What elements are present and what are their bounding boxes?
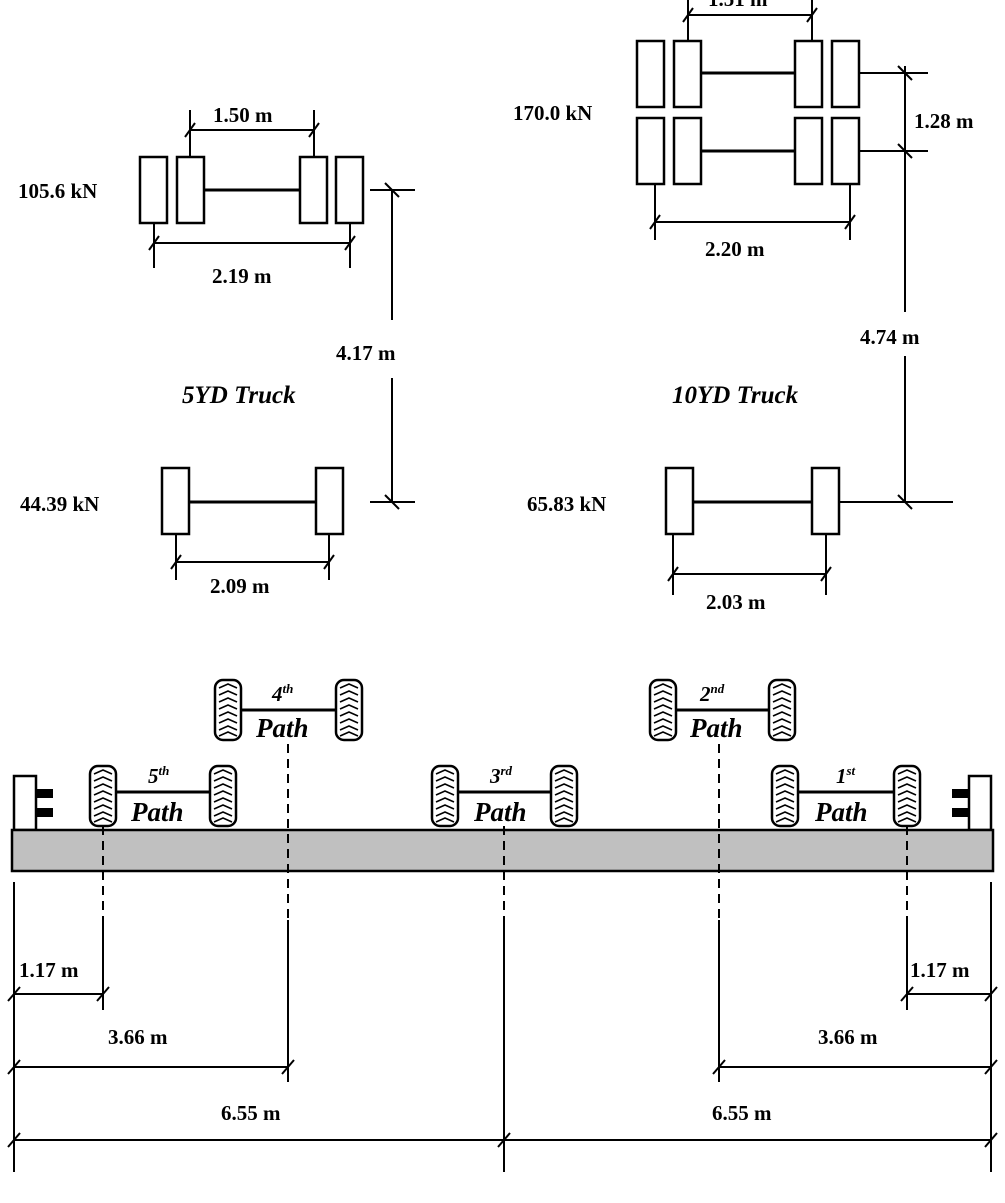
path-5-number: 5 [148, 764, 159, 788]
ten-yd-wheelbase-dimension [839, 158, 953, 510]
ten-yd-truck: 170.0 kN 1.51 m 1.28 m 2.20 m [513, 0, 974, 614]
five-yd-wheelbase: 4.17 m [336, 341, 396, 365]
five-yd-rear-track-dimension [148, 223, 356, 268]
left-offset: 1.17 m [19, 958, 79, 982]
path-4-label: Path [255, 713, 309, 743]
ten-yd-tandem-dimension [859, 65, 928, 159]
five-yd-front-track-dimension [170, 534, 335, 580]
svg-text:5th: 5th [148, 763, 169, 788]
path-4-number: 4 [271, 682, 283, 706]
ten-yd-front-load: 65.83 kN [527, 492, 606, 516]
left-half: 6.55 m [221, 1101, 281, 1125]
ten-yd-truck-title: 10YD Truck [672, 382, 799, 409]
left-barrier [12, 774, 53, 832]
ten-yd-tandem-spacing: 1.28 m [914, 109, 974, 133]
five-yd-rear-inner-dimension [184, 110, 320, 157]
path-5: 5th Path [88, 763, 238, 920]
bridge-cross-section: 5th Path 4th Path 3rd Path 2nd [7, 678, 998, 1172]
ten-yd-rear-track: 2.20 m [705, 237, 765, 261]
svg-text:4th: 4th [271, 681, 293, 706]
path-2-suffix: nd [711, 681, 725, 696]
path-2: 2nd Path [648, 678, 797, 920]
ten-yd-rear-track-dimension [649, 184, 856, 240]
path-3-label: Path [473, 797, 527, 827]
path-1-suffix: st [846, 763, 856, 778]
left-half-dimension [7, 1132, 511, 1148]
path-3: 3rd Path [430, 763, 579, 920]
five-yd-rear-axle [138, 155, 365, 225]
ten-yd-rear-inner-spacing: 1.51 m [708, 0, 768, 11]
path-1-number: 1 [836, 764, 847, 788]
right-offset-dimension [900, 986, 998, 1002]
svg-text:1st: 1st [836, 763, 856, 788]
path-1-label: Path [814, 797, 868, 827]
left-quarter: 3.66 m [108, 1025, 168, 1049]
path-3-suffix: rd [501, 763, 513, 778]
five-yd-wheelbase-dimension [370, 182, 415, 510]
five-yd-rear-inner-spacing: 1.50 m [213, 103, 273, 127]
ten-yd-rear-tandem [635, 39, 861, 186]
five-yd-truck: 105.6 kN 1.50 m 2.19 m 5YD Truck 44.39 k… [18, 103, 415, 598]
ten-yd-front-axle [664, 466, 841, 536]
five-yd-truck-title: 5YD Truck [182, 382, 296, 409]
five-yd-front-load: 44.39 kN [20, 492, 99, 516]
five-yd-front-track: 2.09 m [210, 574, 270, 598]
path-2-number: 2 [699, 682, 711, 706]
path-5-label: Path [130, 797, 184, 827]
right-half: 6.55 m [712, 1101, 772, 1125]
path-5-suffix: th [159, 763, 170, 778]
ten-yd-front-track: 2.03 m [706, 590, 766, 614]
path-1: 1st Path [770, 763, 922, 920]
right-quarter: 3.66 m [818, 1025, 878, 1049]
ten-yd-wheelbase: 4.74 m [860, 325, 920, 349]
right-quarter-dimension [712, 1059, 998, 1075]
ten-yd-front-track-dimension [667, 534, 832, 595]
path-3-number: 3 [489, 764, 501, 788]
left-offset-dimension [7, 986, 110, 1002]
path-4: 4th Path [213, 678, 364, 920]
path-4-suffix: th [283, 681, 294, 696]
five-yd-rear-track: 2.19 m [212, 264, 272, 288]
right-half-dimension [504, 1132, 998, 1148]
bridge-deck [10, 828, 995, 873]
svg-text:3rd: 3rd [489, 763, 513, 788]
left-quarter-dimension [7, 1059, 295, 1075]
ten-yd-rear-inner-dimension [682, 0, 818, 41]
ten-yd-rear-load: 170.0 kN [513, 101, 592, 125]
five-yd-front-axle [160, 466, 345, 536]
right-offset: 1.17 m [910, 958, 970, 982]
five-yd-rear-load: 105.6 kN [18, 179, 97, 203]
path-2-label: Path [689, 713, 743, 743]
svg-text:2nd: 2nd [699, 681, 725, 706]
right-barrier [952, 774, 993, 832]
